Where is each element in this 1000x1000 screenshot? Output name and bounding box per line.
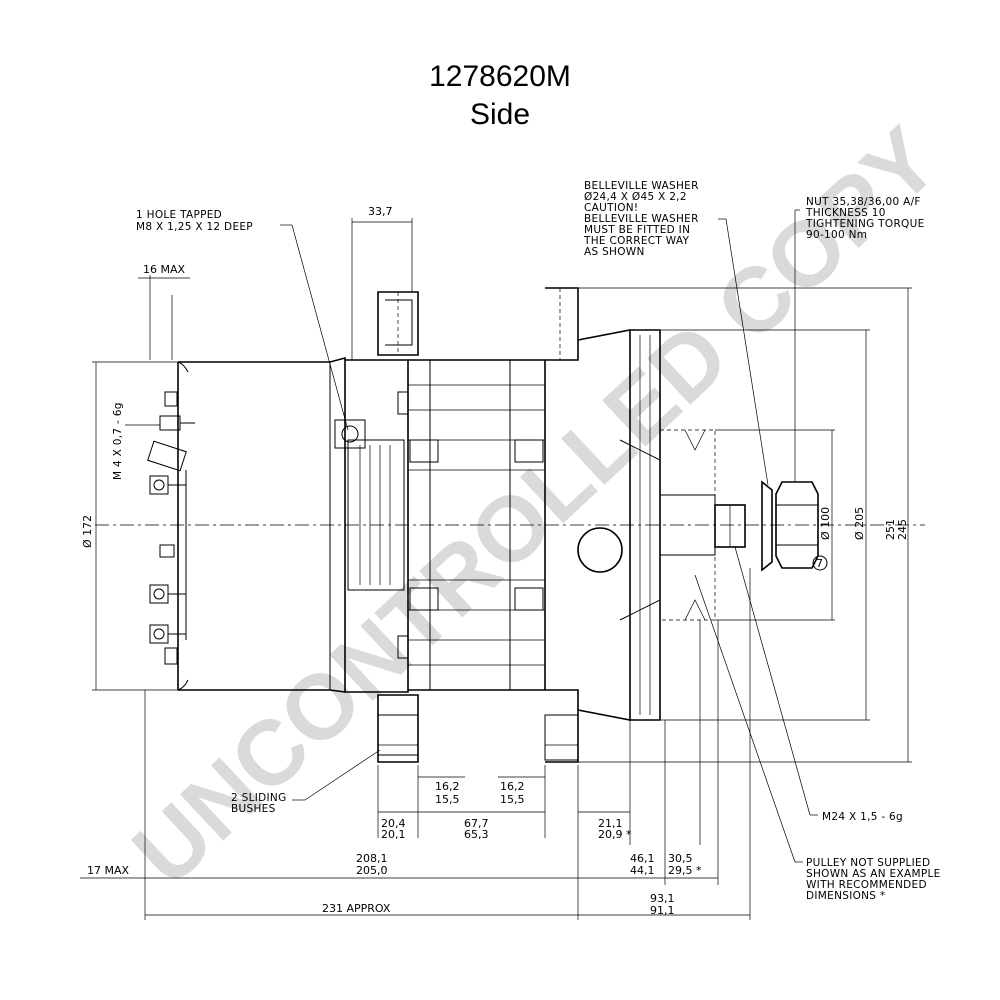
dim-30-5: 30,5 29,5 * <box>665 620 719 885</box>
svg-text:20,1: 20,1 <box>381 828 406 841</box>
note-hole-tapped: 1 HOLE TAPPED M8 X 1,25 X 12 DEEP <box>136 209 349 431</box>
stator-fins <box>408 359 546 691</box>
svg-text:1 HOLE TAPPED: 1 HOLE TAPPED <box>136 209 222 221</box>
svg-text:M24 X 1,5 - 6g: M24 X 1,5 - 6g <box>822 811 903 823</box>
svg-text:65,3: 65,3 <box>464 828 489 841</box>
dim-100: Ø 100 <box>715 429 835 621</box>
dim-231: 231 APPROX <box>145 902 578 916</box>
svg-text:CAUTION!: CAUTION! <box>584 202 638 214</box>
alternator-housing <box>178 291 419 763</box>
dim-17-max: 17 MAX <box>80 690 146 920</box>
svg-text:BUSHES: BUSHES <box>231 803 276 815</box>
shaft <box>714 504 746 548</box>
svg-text:21,1: 21,1 <box>598 817 623 830</box>
dim-205: Ø 205 <box>660 329 870 721</box>
svg-text:TIGHTENING TORQUE: TIGHTENING TORQUE <box>805 218 925 230</box>
svg-text:231 APPROX: 231 APPROX <box>322 902 391 915</box>
svg-text:16,2: 16,2 <box>435 780 460 793</box>
nut <box>775 481 819 569</box>
view-name: Side <box>469 98 531 131</box>
svg-text:30,5: 30,5 <box>668 852 693 865</box>
dim-46-1: 46,1 44,1 <box>578 720 666 885</box>
note-sliding-bushes: 2 SLIDING BUSHES <box>231 749 381 815</box>
dim-20-4: 20,4 20,1 <box>377 765 418 841</box>
svg-text:BELLEVILLE WASHER: BELLEVILLE WASHER <box>584 180 699 192</box>
dim-16-max: 16 MAX <box>138 263 190 279</box>
dim-16-2-left: 16,2 15,5 <box>417 765 465 838</box>
svg-text:WITH RECOMMENDED: WITH RECOMMENDED <box>806 879 927 891</box>
svg-text:17 MAX: 17 MAX <box>87 864 130 877</box>
svg-text:MUST BE FITTED IN: MUST BE FITTED IN <box>584 224 690 236</box>
dim-21-1: 21,1 20,9 * <box>577 720 632 920</box>
note-belleville-washer: BELLEVILLE WASHER Ø24,4 X Ø45 X 2,2 CAUT… <box>583 180 769 486</box>
svg-text:Ø 100: Ø 100 <box>819 507 832 540</box>
svg-text:29,5 *: 29,5 * <box>668 864 702 877</box>
svg-text:THICKNESS 10: THICKNESS 10 <box>805 207 886 219</box>
svg-text:Ø 205: Ø 205 <box>853 507 866 540</box>
svg-text:PULLEY NOT SUPPLIED: PULLEY NOT SUPPLIED <box>806 857 930 869</box>
svg-text:Ø24,4 X Ø45 X 2,2: Ø24,4 X Ø45 X 2,2 <box>584 191 687 203</box>
dim-67-7: 67,7 65,3 <box>418 811 545 841</box>
svg-text:251: 251 <box>884 519 897 540</box>
svg-text:90-100 Nm: 90-100 Nm <box>806 229 867 241</box>
svg-text:DIMENSIONS *: DIMENSIONS * <box>806 890 885 902</box>
svg-text:208,1: 208,1 <box>356 852 388 865</box>
svg-text:205,0: 205,0 <box>356 864 388 877</box>
note-thread: M24 X 1,5 - 6g <box>734 546 903 823</box>
reference-number: 7 <box>816 557 823 570</box>
dim-172: Ø 172 <box>81 361 178 691</box>
part-number: 1278620M <box>429 60 571 93</box>
dim-251-245: 251 245 <box>578 287 912 763</box>
svg-text:2 SLIDING: 2 SLIDING <box>231 792 287 804</box>
reference-circle <box>812 555 828 571</box>
svg-text:46,1: 46,1 <box>630 852 655 865</box>
rear-end-terminals <box>147 275 195 691</box>
svg-text:THE CORRECT WAY: THE CORRECT WAY <box>583 235 690 247</box>
dim-16-2-right: 16,2 15,5 <box>498 765 546 838</box>
svg-text:67,7: 67,7 <box>464 817 489 830</box>
svg-text:245: 245 <box>896 519 909 540</box>
svg-text:20,4: 20,4 <box>381 817 406 830</box>
svg-text:M 4 X 0,7 - 6g: M 4 X 0,7 - 6g <box>112 402 124 480</box>
svg-text:44,1: 44,1 <box>630 864 655 877</box>
svg-text:91,1: 91,1 <box>650 904 675 917</box>
dim-208-1: 208,1 205,0 <box>145 852 578 879</box>
svg-text:16 MAX: 16 MAX <box>143 263 186 276</box>
svg-text:16,2: 16,2 <box>500 780 525 793</box>
dim-93-1: 93,1 91,1 <box>578 568 751 920</box>
svg-text:NUT 35,38/36,00 A/F: NUT 35,38/36,00 A/F <box>806 196 921 208</box>
svg-text:20,9 *: 20,9 * <box>598 828 632 841</box>
note-terminal-thread: M 4 X 0,7 - 6g <box>112 402 160 480</box>
svg-text:AS SHOWN: AS SHOWN <box>584 246 645 258</box>
drawing-title: 1278620M Side <box>0 58 1000 134</box>
svg-text:SHOWN AS AN EXAMPLE: SHOWN AS AN EXAMPLE <box>806 868 941 880</box>
svg-text:BELLEVILLE WASHER: BELLEVILLE WASHER <box>584 213 699 225</box>
svg-text:Ø 172: Ø 172 <box>81 515 94 548</box>
svg-text:M8 X 1,25 X 12 DEEP: M8 X 1,25 X 12 DEEP <box>136 221 253 233</box>
dim-33-7: 33,7 <box>351 205 413 360</box>
svg-text:33,7: 33,7 <box>368 205 393 218</box>
svg-text:15,5: 15,5 <box>500 793 525 806</box>
belleville-washer <box>761 480 773 572</box>
svg-text:15,5: 15,5 <box>435 793 460 806</box>
note-pulley: PULLEY NOT SUPPLIED SHOWN AS AN EXAMPLE … <box>694 574 941 902</box>
note-nut: NUT 35,38/36,00 A/F THICKNESS 10 TIGHTEN… <box>794 196 925 482</box>
svg-text:93,1: 93,1 <box>650 892 675 905</box>
